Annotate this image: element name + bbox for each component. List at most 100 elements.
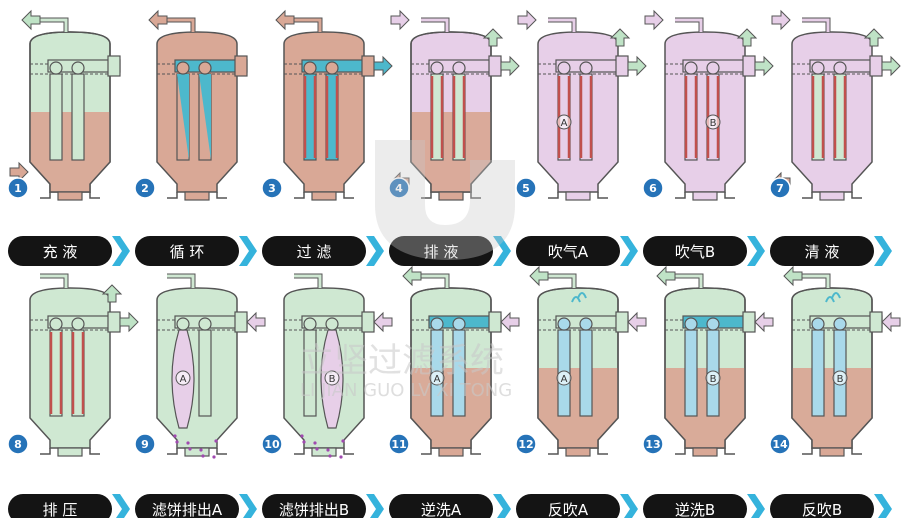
element-head [176,317,190,331]
drain-valve [57,447,83,457]
element-head [452,317,466,331]
step-number: 7 [776,182,784,195]
step-panel-1: 1充 液 [7,9,130,266]
step-label: 逆洗A [421,501,462,518]
chevron-right-icon [747,494,765,518]
bottom-outlet [167,448,227,455]
step-number-badge [388,433,410,455]
top-nozzle [294,273,323,288]
filter-element-b [833,317,847,417]
flange [361,311,375,333]
drain-valve [819,447,845,457]
flange [234,311,248,333]
top-nozzle [675,273,704,288]
top-nozzle [294,17,323,32]
element-head [430,317,444,331]
drain-valve [692,447,718,457]
step-label: 滤饼排出B [279,501,349,518]
bottom-outlet [421,448,481,455]
top-nozzle [421,273,450,288]
watermark-logo [375,140,515,260]
chevron-right-icon [112,494,130,518]
top-nozzle [167,273,196,288]
vessel-body [29,287,111,449]
step-number-badge [261,177,283,199]
chevron-right-icon [493,494,511,518]
bottom-outlet [167,192,227,199]
filter-element-a [557,317,571,417]
vessel-outline [410,31,492,193]
top-nozzle [167,17,196,32]
step-panel-14: B 14 反吹B [769,265,901,518]
up-arrow-icon [736,28,758,47]
chevron-right-icon [620,494,638,518]
flange [742,311,756,333]
chevron-right-icon [493,236,511,266]
element-tag [175,370,191,386]
filter-element-b [198,61,212,161]
bottom-outlet [294,192,354,199]
step-number: 4 [395,182,403,195]
element-head [684,317,698,331]
filter-element-b [198,317,212,417]
element-head [325,317,339,331]
step-number: 14 [772,438,788,451]
element-head [303,317,317,331]
element-tag [556,370,572,386]
right-arrow-icon [881,55,901,77]
element-head [557,317,571,331]
element-tag-label: A [180,374,187,385]
element-tag-label: B [329,374,336,385]
element-tube [684,329,698,417]
element-tube [198,329,212,417]
element-tag-label: B [837,374,844,385]
element-tube [579,329,593,417]
element-head [198,317,212,331]
drain-valve [692,191,718,201]
element-tag-label: B [710,374,717,385]
element-head [811,317,825,331]
left-arrow-icon [402,265,422,287]
step-label-bar [770,494,874,518]
step-number-badge [388,177,410,199]
top-nozzle-inner [40,274,68,288]
step-number-badge [769,433,791,455]
drain-valve [438,191,464,201]
cake-particle [313,441,317,445]
filter-element-b [579,317,593,417]
top-nozzle-inner [294,274,322,288]
flange [615,311,629,333]
step-label: 反吹B [802,501,842,518]
right-arrow-icon [9,161,29,183]
left-arrow-icon [275,9,295,31]
filter-element-a [303,317,317,417]
element-head [811,61,825,75]
step-number: 2 [141,182,149,195]
step-number: 1 [14,182,22,195]
element-tag [429,370,445,386]
top-nozzle [802,273,831,288]
filter-element-a [811,61,825,161]
flange [742,55,756,77]
step-number: 6 [649,182,657,195]
step-number-badge [515,433,537,455]
step-label-bar [389,494,493,518]
drain-valve [184,191,210,201]
vessel-body [664,31,746,193]
step-label: 反吹A [548,501,589,518]
cake-particle [188,447,192,451]
left-arrow-icon [783,265,803,287]
top-nozzle-inner [675,274,703,288]
chevron-right-icon [620,236,638,266]
flange [107,311,121,333]
flange [488,55,502,77]
bottom-outlet [40,192,100,199]
step-number-badge [134,433,156,455]
chevron-right-icon [874,494,892,518]
cake-particle [341,439,345,443]
filter-element-a [176,61,190,161]
element-head [557,61,571,75]
vessel-outline [410,287,492,449]
